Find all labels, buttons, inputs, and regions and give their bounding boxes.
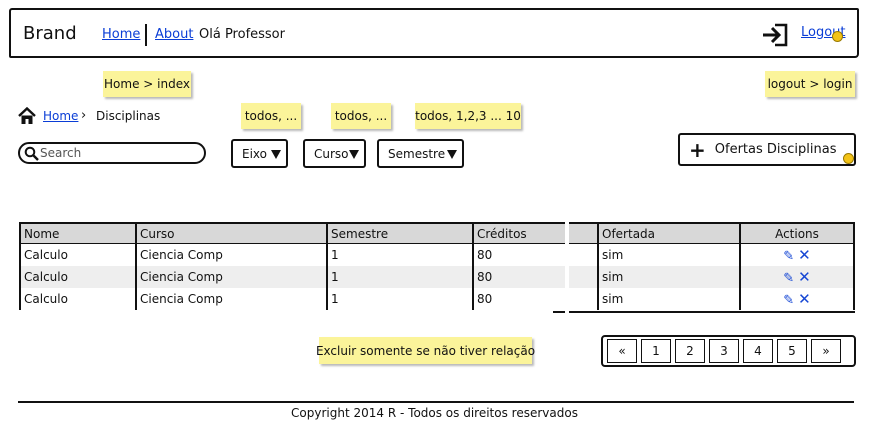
note-delete-rule: Excluir somente se não tiver relação xyxy=(316,337,535,364)
plus-icon: + xyxy=(689,137,706,162)
table-bottom-border-right xyxy=(569,311,855,313)
x-icon[interactable]: ✕ xyxy=(798,268,811,286)
pencil-icon[interactable]: ✎ xyxy=(783,293,795,308)
note-home-index: Home > index xyxy=(103,71,191,97)
table-row[interactable]: Calculo Ciencia Comp 1 80 xyxy=(19,243,565,266)
breadcrumb-chevron-icon: › xyxy=(81,108,87,123)
cell-spacer xyxy=(569,288,598,310)
dropdown-arrow-icon xyxy=(447,150,457,159)
pagination-page-4[interactable]: 4 xyxy=(743,339,773,363)
dropdown-arrow-icon xyxy=(349,150,359,159)
semestre-dropdown[interactable]: Semestre xyxy=(377,139,464,168)
cell-ofertada: sim xyxy=(597,243,740,266)
cell-actions: ✎✕ xyxy=(739,266,855,288)
pagination: « 1 2 3 4 5 » xyxy=(601,335,856,367)
table-row[interactable]: sim ✎✕ xyxy=(569,243,855,267)
pagination-page-5[interactable]: 5 xyxy=(777,339,807,363)
table-top-border-right xyxy=(569,222,855,224)
link-annotation-icon xyxy=(843,153,854,164)
disciplinas-table-main: Nome Curso Semestre Créditos Calculo Cie… xyxy=(19,224,565,310)
link-annotation-icon xyxy=(832,31,843,42)
table-top-border xyxy=(19,222,565,224)
ofertas-disciplinas-button[interactable]: + Ofertas Disciplinas xyxy=(678,133,856,166)
column-header-semestre[interactable]: Semestre xyxy=(326,224,473,244)
pagination-page-2[interactable]: 2 xyxy=(675,339,705,363)
cell-curso: Ciencia Comp xyxy=(135,288,327,310)
nav-about-link[interactable]: About xyxy=(155,27,194,42)
table-row[interactable]: Calculo Ciencia Comp 1 80 xyxy=(19,266,565,288)
pencil-icon[interactable]: ✎ xyxy=(783,249,795,264)
pagination-prev-button[interactable]: « xyxy=(607,339,637,363)
note-filter-curso: todos, ... xyxy=(331,103,391,129)
cell-creditos: 80 xyxy=(472,288,565,310)
curso-dropdown[interactable]: Curso xyxy=(303,139,366,168)
note-filter-eixo: todos, ... xyxy=(241,103,301,129)
home-icon xyxy=(18,107,36,124)
cell-semestre: 1 xyxy=(326,266,473,288)
brand-logo[interactable]: Brand xyxy=(23,23,77,44)
header-bar xyxy=(9,8,859,58)
table-bottom-border-left xyxy=(553,311,565,313)
semestre-dropdown-label: Semestre xyxy=(388,146,446,161)
x-icon[interactable]: ✕ xyxy=(798,290,811,308)
column-header-curso[interactable]: Curso xyxy=(135,224,327,244)
column-header-creditos[interactable]: Créditos xyxy=(472,224,565,244)
table-header-row: Nome Curso Semestre Créditos xyxy=(19,224,565,244)
column-header-ofertada[interactable]: Ofertada xyxy=(597,224,740,244)
column-header-nome[interactable]: Nome xyxy=(19,224,136,244)
footer-divider xyxy=(18,401,854,403)
nav-home-link[interactable]: Home xyxy=(102,27,141,42)
cell-semestre: 1 xyxy=(326,288,473,310)
breadcrumb-current: Disciplinas xyxy=(96,109,161,123)
footer-copyright: Copyright 2014 R - Todos os direitos res… xyxy=(291,406,578,420)
disciplinas-table-actions: Ofertada Actions sim ✎✕ sim ✎✕ si xyxy=(569,224,855,310)
disciplinas-table-right: Ofertada Actions sim ✎✕ sim ✎✕ si xyxy=(569,224,855,310)
nav-separator xyxy=(145,24,147,46)
table-row[interactable]: sim ✎✕ xyxy=(569,266,855,288)
curso-dropdown-label: Curso xyxy=(314,146,349,161)
ofertas-disciplinas-label: Ofertas Disciplinas xyxy=(714,142,837,157)
pagination-page-1[interactable]: 1 xyxy=(641,339,671,363)
pencil-icon[interactable]: ✎ xyxy=(783,271,795,286)
cell-spacer xyxy=(569,266,598,288)
cell-ofertada: sim xyxy=(597,288,740,310)
dropdown-arrow-icon xyxy=(271,150,281,159)
note-filter-semestre: todos, 1,2,3 ... 10 xyxy=(415,103,521,129)
cell-nome: Calculo xyxy=(19,288,136,310)
column-header-actions: Actions xyxy=(739,224,855,244)
cell-creditos: 80 xyxy=(472,243,565,266)
eixo-dropdown-label: Eixo xyxy=(242,146,267,161)
cell-curso: Ciencia Comp xyxy=(135,243,327,266)
disciplinas-table: Nome Curso Semestre Créditos Calculo Cie… xyxy=(19,224,565,310)
cell-semestre: 1 xyxy=(326,243,473,266)
cell-ofertada: sim xyxy=(597,266,740,288)
table-row[interactable]: Calculo Ciencia Comp 1 80 xyxy=(19,288,565,310)
x-icon[interactable]: ✕ xyxy=(798,246,811,264)
column-header-spacer xyxy=(569,224,598,244)
cell-spacer xyxy=(569,244,598,267)
cell-creditos: 80 xyxy=(472,266,565,288)
cell-curso: Ciencia Comp xyxy=(135,266,327,288)
pagination-page-3[interactable]: 3 xyxy=(709,339,739,363)
table-row[interactable]: sim ✎✕ xyxy=(569,288,855,310)
note-logout-login: logout > login xyxy=(765,71,855,97)
cell-actions: ✎✕ xyxy=(739,243,855,266)
cell-actions: ✎✕ xyxy=(739,288,855,310)
eixo-dropdown[interactable]: Eixo xyxy=(231,139,288,168)
pagination-next-button[interactable]: » xyxy=(811,339,841,363)
user-greeting: Olá Professor xyxy=(199,27,285,42)
search-placeholder: Search xyxy=(40,146,82,160)
search-input[interactable]: Search xyxy=(18,142,206,164)
cell-nome: Calculo xyxy=(19,266,136,288)
cell-nome: Calculo xyxy=(19,243,136,266)
breadcrumb-home-link[interactable]: Home xyxy=(43,109,79,123)
login-arrow-icon[interactable] xyxy=(761,22,789,48)
table-header-row: Ofertada Actions xyxy=(569,224,855,244)
search-icon xyxy=(24,146,39,161)
